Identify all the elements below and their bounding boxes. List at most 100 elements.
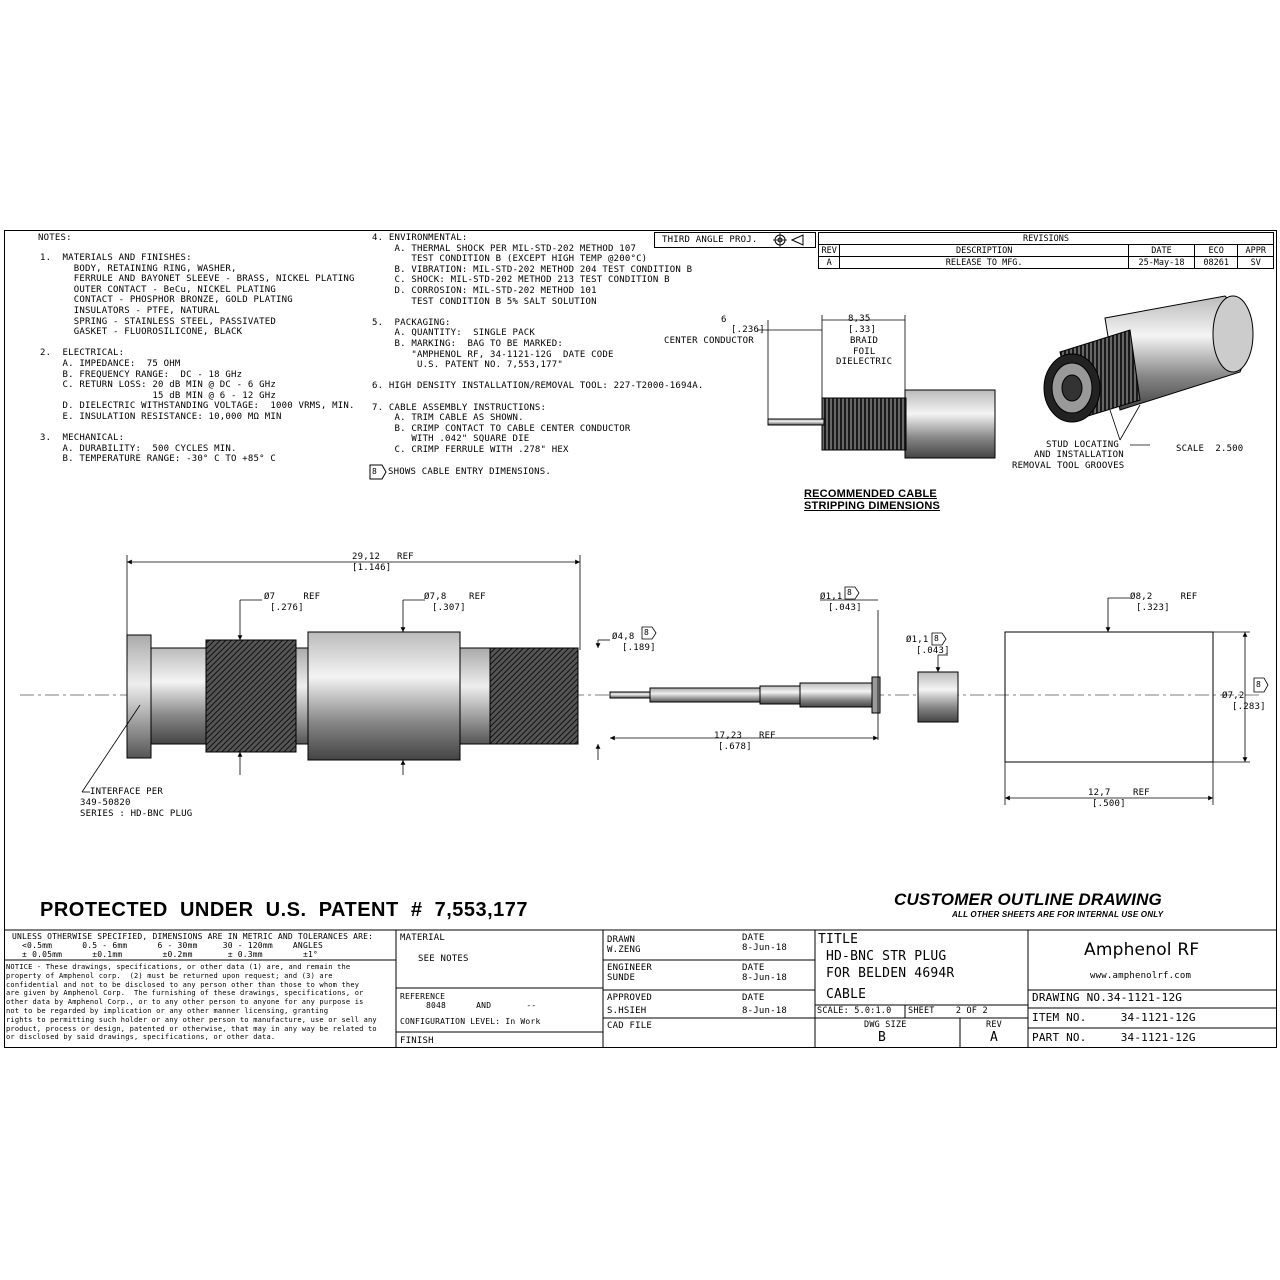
note-line: product, process or design, patented or …: [6, 1024, 377, 1033]
note-line: FERRULE AND BAYONET SLEEVE - BRASS, NICK…: [40, 274, 355, 285]
ferrule-length-dim: 12,7 REF: [1088, 788, 1150, 798]
rev-cell: A: [817, 256, 841, 269]
reference-label: REFERENCE: [400, 992, 446, 1001]
date-label: DATE: [742, 933, 765, 943]
material-label: MATERIAL: [400, 933, 445, 943]
braid-dim-inch: [.33]: [848, 325, 877, 335]
note-line: B. FREQUENCY RANGE: DC - 18 GHz: [40, 369, 243, 380]
overall-length-dim: 29,12 REF: [352, 552, 414, 562]
note-line: are given by Amphenol Corp. The furnishi…: [6, 989, 364, 998]
cad-file-label: CAD FILE: [607, 1021, 652, 1031]
dielectric-label: DIELECTRIC: [836, 357, 893, 367]
appr-header: APPR: [1237, 244, 1274, 257]
note-line: 3. MECHANICAL:: [40, 433, 125, 444]
dia11a-inch: [.043]: [828, 603, 862, 613]
cable-entry-note: SHOWS CABLE ENTRY DIMENSIONS.: [388, 467, 551, 477]
dia11a-dim: Ø1,1: [820, 592, 843, 602]
note-line: property of Amphenol corp. (2) must be r…: [6, 971, 333, 980]
stripping-title-2: STRIPPING DIMENSIONS: [804, 500, 941, 512]
note-line: confidential and not to be disclosed to …: [6, 980, 360, 989]
note-line: 5. PACKAGING:: [372, 317, 451, 328]
note-line: B. CRIMP CONTACT TO CABLE CENTER CONDUCT…: [372, 423, 631, 434]
reference-value: 8048 AND --: [426, 1001, 537, 1010]
part-number: PART NO. 34-1121-12G: [1032, 1031, 1196, 1044]
customer-outline-subtitle: ALL OTHER SHEETS ARE FOR INTERNAL USE ON…: [952, 910, 1164, 919]
stud-callout-1: STUD LOCATING: [1046, 440, 1120, 450]
note-line: rights to permitting such holder or any …: [6, 1015, 377, 1024]
note-line: B. MARKING: BAG TO BE MARKED:: [372, 339, 564, 349]
note-line: TEST CONDITION B (EXCEPT HIGH TEMP @200°…: [372, 254, 648, 265]
description-cell: RELEASE TO MFG.: [839, 256, 1130, 269]
note-line: 2. ELECTRICAL:: [40, 348, 125, 359]
appr-cell: SV: [1237, 256, 1274, 269]
dia78-dim: Ø7,8 REF: [424, 592, 486, 602]
dimension-lines: [81, 444, 1250, 805]
interface-label-1: INTERFACE PER: [90, 787, 164, 797]
note-line: C. RETURN LOSS: 20 dB MIN @ DC - 6 GHz: [40, 380, 276, 391]
dimension-flags: [641, 586, 1269, 693]
dia72-dim: Ø7,2: [1222, 691, 1245, 701]
center-conductor-label: CENTER CONDUCTOR: [664, 336, 754, 346]
note-line: WITH .042" SQUARE DIE: [372, 434, 530, 445]
note-line: U.S. PATENT NO. 7,553,177": [372, 360, 564, 371]
flag-digit: 8: [1256, 680, 1262, 689]
dia11b-dim: Ø1,1: [906, 635, 929, 645]
connector-side-view: [20, 631, 1260, 763]
stud-callout-2: AND INSTALLATION: [1034, 450, 1124, 460]
projection-symbol-icon: [773, 233, 804, 247]
company-name: Amphenol RF: [1084, 940, 1200, 960]
notes-header: NOTES:: [38, 233, 72, 243]
note-line: A. DURABILITY: 500 CYCLES MIN.: [40, 443, 237, 454]
note-line: C. CRIMP FERRULE WITH .278" HEX: [372, 445, 569, 455]
isometric-connector-image: [1043, 295, 1254, 441]
approved-date: 8-Jun-18: [742, 1006, 787, 1016]
note-line: INSULATORS - PTFE, NATURAL: [40, 306, 220, 316]
drawn-by: W.ZENG: [607, 945, 641, 955]
scale-label: SCALE: 5.0:1.0: [817, 1006, 892, 1016]
note-line: 7. CABLE ASSEMBLY INSTRUCTIONS:: [372, 402, 547, 413]
drawing-sheet: [4, 230, 1277, 1048]
note-line: other data by Amphenol Corp., or to any …: [6, 998, 364, 1007]
overall-length-inch: [1.146]: [352, 563, 392, 573]
engineer-name: SUNDE: [607, 973, 636, 983]
note-line: 6. HIGH DENSITY INSTALLATION/REMOVAL TOO…: [372, 381, 704, 392]
note-line: 15 dB MIN @ 6 - 12 GHz: [40, 390, 276, 401]
note-line: A. TRIM CABLE AS SHOWN.: [372, 413, 524, 424]
stripping-title-1: RECOMMENDED CABLE: [804, 488, 937, 500]
note-line: B. VIBRATION: MIL-STD-202 METHOD 204 TES…: [372, 264, 693, 275]
engineer-date: 8-Jun-18: [742, 973, 787, 983]
title-block-lines: [4, 929, 1277, 1048]
drawn-date: 8-Jun-18: [742, 943, 787, 953]
drawing-number: DRAWING NO.34-1121-12G: [1032, 991, 1183, 1004]
ferrule-length-inch: [.500]: [1092, 799, 1126, 809]
interface-label-2: 349-50820: [80, 798, 131, 808]
note-line: B. TEMPERATURE RANGE: -30° C TO +85° C: [40, 454, 276, 465]
flag-icon: [369, 464, 387, 480]
note-line: or disclosed by said drawings, specifica…: [6, 1033, 276, 1042]
projection-box: [654, 232, 816, 248]
engineer-label: ENGINEER: [607, 963, 652, 973]
revisions-table: REVISIONS REV DESCRIPTION DATE ECO APPR …: [817, 232, 1274, 269]
sheet-label: SHEET 2 OF 2: [908, 1006, 988, 1016]
note-line: 4. ENVIRONMENTAL:: [372, 233, 468, 243]
tolerance-header: UNLESS OTHERWISE SPECIFIED, DIMENSIONS A…: [12, 932, 374, 941]
note-line: BODY, RETAINING RING, WASHER,: [40, 263, 237, 274]
title-label: TITLE: [818, 932, 859, 947]
dwg-size-value: B: [878, 1030, 887, 1045]
item-number: ITEM NO. 34-1121-12G: [1032, 1011, 1196, 1024]
table-row: A RELEASE TO MFG. 25-May-18 08261 SV: [817, 256, 1274, 269]
note-line: D. DIELECTRIC WITHSTANDING VOLTAGE: 1000…: [40, 401, 355, 412]
projection-label: THIRD ANGLE PROJ.: [662, 235, 758, 245]
dia82-dim: Ø8,2 REF: [1130, 592, 1198, 602]
flag-digit: 8: [934, 634, 940, 643]
dia72-inch: [.283]: [1232, 702, 1266, 712]
braid-dim: 8,35: [848, 314, 871, 324]
dia7-dim: Ø7 REF: [264, 592, 321, 602]
material-value: SEE NOTES: [418, 954, 469, 964]
finish-label: FINISH: [400, 1036, 434, 1046]
note-line: CONTACT - PHOSPHOR BRONZE, GOLD PLATING: [40, 295, 293, 306]
dia78-inch: [.307]: [432, 603, 466, 613]
center-conductor-dim-inch: [.236]: [731, 325, 765, 335]
note-line: A. IMPEDANCE: 75 OHM: [40, 359, 181, 369]
